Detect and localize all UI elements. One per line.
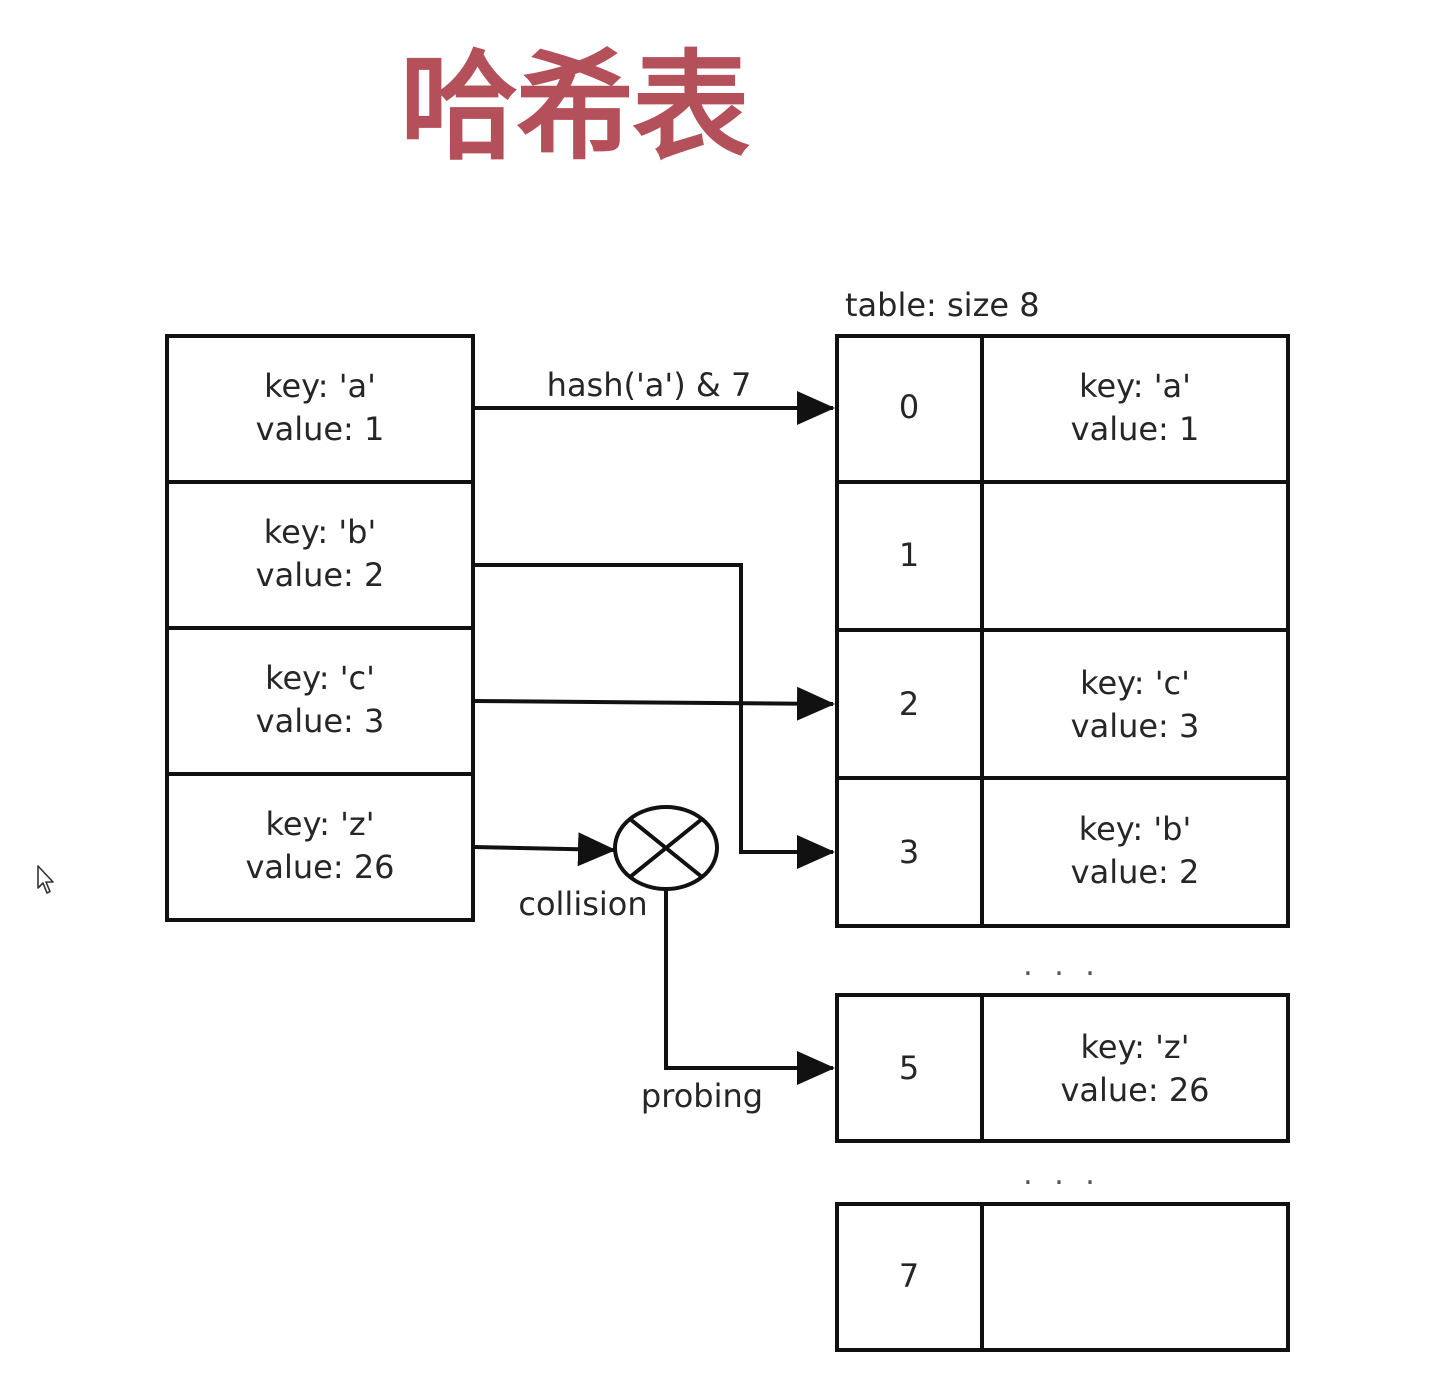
- slot-index: 0: [899, 388, 919, 426]
- slot-index: 5: [899, 1049, 919, 1087]
- slot-index-cell: [835, 628, 984, 780]
- hash-table: 0 key: 'a' value: 1 1 2 key: 'c' value: …: [835, 334, 1290, 1352]
- input-entry: key: 'b' value: 2: [165, 480, 475, 630]
- arrow-probing-to-slot-5: [664, 889, 835, 1085]
- slot-index: 7: [899, 1257, 919, 1295]
- slot-index: 3: [899, 833, 919, 871]
- collision-node: [613, 805, 719, 891]
- probing-label: probing: [641, 1077, 763, 1115]
- slot-key: key: 'b': [1079, 810, 1192, 848]
- table-slot: 0 key: 'a' value: 1: [835, 334, 1290, 484]
- slot-index: 2: [899, 685, 919, 723]
- slot-entry-cell: [980, 776, 1290, 928]
- slot-entry-cell: [980, 334, 1290, 484]
- entry-value: value: 1: [256, 410, 385, 448]
- arrow-a-to-slot-0: hash('a') & 7: [473, 366, 835, 425]
- input-entry: key: 'a' value: 1: [165, 334, 475, 484]
- table-slot: 5 key: 'z' value: 26: [835, 993, 1290, 1143]
- slot-value: value: 1: [1071, 410, 1200, 448]
- arrow-z-to-collision: [472, 832, 616, 867]
- slot-index-cell: [835, 776, 984, 928]
- slot-value: value: 3: [1071, 707, 1200, 745]
- slot-index-cell: [835, 993, 984, 1143]
- slot-key: key: 'z': [1080, 1028, 1189, 1066]
- slot-value: value: 26: [1060, 1071, 1209, 1109]
- slot-index-cell: [835, 334, 984, 484]
- table-slot: 7: [835, 1202, 1290, 1352]
- slot-value: value: 2: [1071, 853, 1200, 891]
- slot-entry-cell: [980, 480, 1290, 632]
- slot-key: key: 'a': [1079, 367, 1191, 405]
- input-entry-box: [165, 480, 475, 630]
- slot-entry-cell: [980, 1202, 1290, 1352]
- table-caption: table: size 8: [845, 286, 1040, 324]
- entry-value: value: 3: [256, 702, 385, 740]
- slot-index: 1: [899, 536, 919, 574]
- input-entry: key: 'z' value: 26: [165, 772, 475, 922]
- input-entry: key: 'c' value: 3: [165, 626, 475, 776]
- table-slot: 3 key: 'b' value: 2: [835, 776, 1290, 928]
- slot-key: key: 'c': [1080, 664, 1190, 702]
- arrow-b-to-slot-3: [473, 563, 835, 869]
- entry-key: key: 'a': [264, 367, 376, 405]
- entry-key: key: 'z': [265, 805, 374, 843]
- mouse-pointer-icon: [37, 865, 54, 894]
- entry-value: value: 2: [256, 556, 385, 594]
- slot-entry-cell: [980, 993, 1290, 1143]
- hash-label: hash('a') & 7: [547, 366, 752, 404]
- entry-key: key: 'b': [264, 513, 377, 551]
- input-entry-box: [165, 772, 475, 922]
- collision-label: collision: [518, 885, 647, 923]
- input-entry-box: [165, 334, 475, 484]
- ellipsis: . . .: [1023, 948, 1101, 983]
- table-slot: 1: [835, 480, 1290, 632]
- arrow-c-to-slot-2: [472, 686, 835, 721]
- slot-entry-cell: [980, 628, 1290, 780]
- entry-key: key: 'c': [265, 659, 375, 697]
- table-slot: 2 key: 'c' value: 3: [835, 628, 1290, 780]
- page-title: 哈希表: [400, 38, 750, 176]
- slot-index-cell: [835, 480, 984, 632]
- input-entry-box: [165, 626, 475, 776]
- entry-value: value: 26: [245, 848, 394, 886]
- input-entry-list: key: 'a' value: 1 key: 'b' value: 2 key:…: [165, 334, 475, 922]
- slot-index-cell: [835, 1202, 984, 1352]
- ellipsis: . . .: [1023, 1157, 1101, 1192]
